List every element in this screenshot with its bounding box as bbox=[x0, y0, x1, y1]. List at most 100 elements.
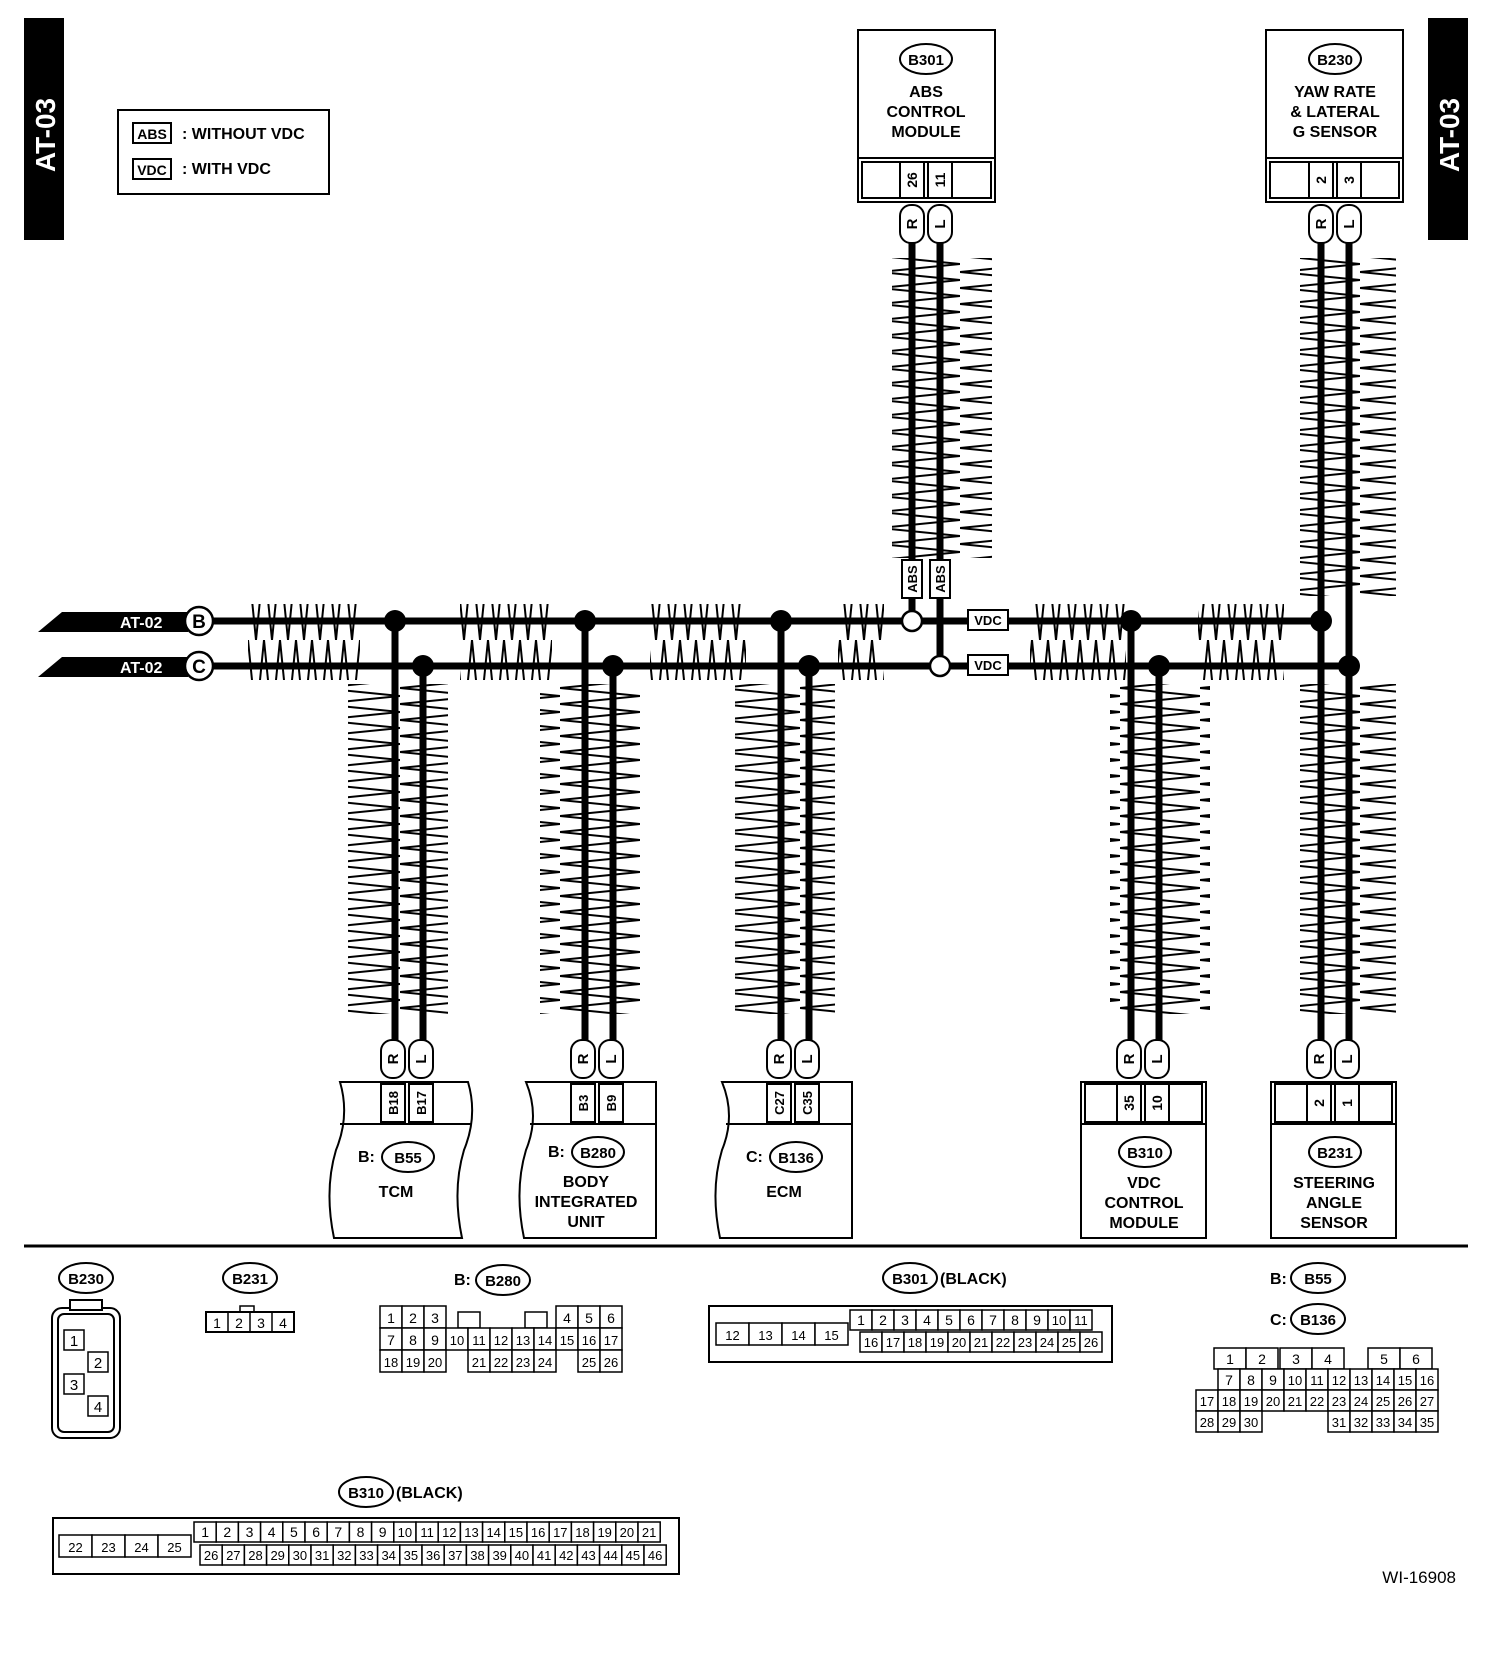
yaw-sensor-name-3: G SENSOR bbox=[1293, 124, 1378, 141]
vdc-tag-2: VDC bbox=[974, 658, 1002, 673]
tcm-wire-l: L bbox=[413, 1054, 430, 1063]
right-tab-label: AT-03 bbox=[1434, 98, 1465, 172]
yaw-sensor-name-1: YAW RATE bbox=[1294, 84, 1376, 101]
vdc-pin-10: 10 bbox=[1149, 1095, 1165, 1111]
b231-connector-view: B231 1 2 3 4 bbox=[205, 1262, 295, 1333]
b310-pin-22: 22 bbox=[68, 1540, 82, 1555]
b301-pin-13: 13 bbox=[758, 1328, 772, 1343]
b301-pin-5: 5 bbox=[945, 1312, 953, 1328]
ecm-name: ECM bbox=[766, 1184, 802, 1201]
b301-pin-10: 10 bbox=[1052, 1313, 1066, 1328]
b55-pin-1: 1 bbox=[1226, 1351, 1234, 1367]
b310-pin-42: 42 bbox=[559, 1548, 573, 1563]
b280-pin-10: 10 bbox=[450, 1333, 464, 1348]
b301-pin-4: 4 bbox=[923, 1312, 931, 1328]
b310-pin-40: 40 bbox=[515, 1548, 529, 1563]
b310-pin-15: 15 bbox=[509, 1525, 523, 1540]
b55-pin-11: 11 bbox=[1310, 1373, 1324, 1388]
body-integrated-unit: R L B3 B9 B: B280 BODY INTEGRATED UNIT bbox=[518, 1039, 657, 1239]
b310-pin-45: 45 bbox=[626, 1548, 640, 1563]
b310-pin-10: 10 bbox=[398, 1525, 412, 1540]
b280-pin-18: 18 bbox=[384, 1355, 398, 1370]
abs-module-pin-11: 11 bbox=[932, 172, 948, 187]
b301-pin-21: 21 bbox=[974, 1335, 988, 1350]
b231-view-code: B231 bbox=[232, 1271, 268, 1288]
biu-name-1: BODY bbox=[563, 1174, 610, 1191]
b301-pin-12: 12 bbox=[725, 1328, 739, 1343]
b310-pin-12: 12 bbox=[442, 1525, 456, 1540]
b55-pin-3: 3 bbox=[1292, 1351, 1300, 1367]
biu-wire-r: R bbox=[575, 1053, 592, 1064]
biu-pin-b9: B9 bbox=[604, 1095, 619, 1112]
biu-name-3: UNIT bbox=[567, 1214, 605, 1231]
b280-pin-19: 19 bbox=[406, 1355, 420, 1370]
b310-pin-3: 3 bbox=[246, 1524, 254, 1540]
b301-view-code: B301 bbox=[892, 1271, 928, 1288]
b301-pin-19: 19 bbox=[930, 1335, 944, 1350]
b301-pin-3: 3 bbox=[901, 1312, 909, 1328]
b310-pin-19: 19 bbox=[597, 1525, 611, 1540]
b55-pin-21: 21 bbox=[1288, 1394, 1302, 1409]
b231-view-pin-4: 4 bbox=[279, 1315, 287, 1331]
b136-view-code: B136 bbox=[1300, 1312, 1336, 1329]
b301-pin-14: 14 bbox=[791, 1328, 805, 1343]
b55-pin-6: 6 bbox=[1412, 1351, 1420, 1367]
b280-latch-1 bbox=[457, 1311, 481, 1329]
option-tags: ABS ABS VDC VDC bbox=[901, 559, 1009, 676]
b280-pin-26: 26 bbox=[604, 1355, 618, 1370]
right-tab: AT-03 bbox=[1428, 18, 1468, 240]
steering-pin-1: 1 bbox=[1339, 1099, 1355, 1107]
b55-pin-28: 28 bbox=[1200, 1415, 1214, 1430]
b55-view-prefix: B: bbox=[1270, 1271, 1287, 1288]
b280-pin-26-cell bbox=[599, 1349, 623, 1373]
b310-pin-32: 32 bbox=[337, 1548, 351, 1563]
b55-pin-22: 22 bbox=[1310, 1394, 1324, 1409]
b310-pin-11: 11 bbox=[420, 1525, 434, 1540]
b55-pin-8: 8 bbox=[1247, 1372, 1255, 1388]
b310-pin-14: 14 bbox=[486, 1525, 500, 1540]
ecm-pin-c35: C35 bbox=[800, 1091, 815, 1115]
b301-pin-16: 16 bbox=[864, 1335, 878, 1350]
yaw-sensor-pin-3: 3 bbox=[1341, 176, 1357, 184]
legend-vdc-text: : WITH VDC bbox=[182, 161, 271, 178]
b280-pin-14: 14 bbox=[538, 1333, 552, 1348]
drop-wires bbox=[391, 240, 1353, 1040]
abs-wire-r: R bbox=[904, 218, 921, 229]
b55-pin-18: 18 bbox=[1222, 1394, 1236, 1409]
figure-id: WI-16908 bbox=[1382, 1568, 1456, 1587]
b280-pin-23: 23 bbox=[516, 1355, 530, 1370]
b310-pin-35: 35 bbox=[404, 1548, 418, 1563]
b280-pin-9: 9 bbox=[431, 1332, 439, 1348]
b55-pin-20: 20 bbox=[1266, 1394, 1280, 1409]
b55-pin-32: 32 bbox=[1354, 1415, 1368, 1430]
b280-pin-16: 16 bbox=[582, 1333, 596, 1348]
vdc-name-2: CONTROL bbox=[1104, 1195, 1183, 1212]
tcm-module: R L B18 B17 B: B55 TCM bbox=[328, 1039, 474, 1239]
b230-view-pin-1: 1 bbox=[70, 1333, 78, 1350]
b310-pin-43: 43 bbox=[581, 1548, 595, 1563]
b55-pin-35: 35 bbox=[1420, 1415, 1434, 1430]
b310-pin-46: 46 bbox=[648, 1548, 662, 1563]
b136-view-prefix: C: bbox=[1270, 1312, 1287, 1329]
abs-module-name-1: ABS bbox=[909, 84, 943, 101]
b231-view-pin-1: 1 bbox=[213, 1315, 221, 1331]
b301-pin-24: 24 bbox=[1040, 1335, 1054, 1350]
b310-pin-4: 4 bbox=[268, 1524, 276, 1540]
b280-pin-1: 1 bbox=[387, 1310, 395, 1326]
b55-pin-30-cell bbox=[1239, 1410, 1263, 1433]
b280-pin-22: 22 bbox=[494, 1355, 508, 1370]
ecm-wire-r: R bbox=[771, 1053, 788, 1064]
b301-pin-18: 18 bbox=[908, 1335, 922, 1350]
tcm-prefix: B: bbox=[358, 1149, 375, 1166]
b280-pin-3: 3 bbox=[431, 1310, 439, 1326]
vdc-name-3: MODULE bbox=[1109, 1215, 1179, 1232]
b301-pin-6: 6 bbox=[967, 1312, 975, 1328]
b310-pin-7: 7 bbox=[334, 1524, 342, 1540]
b55-pin-12: 12 bbox=[1332, 1373, 1346, 1388]
b310-pin-6: 6 bbox=[312, 1524, 320, 1540]
